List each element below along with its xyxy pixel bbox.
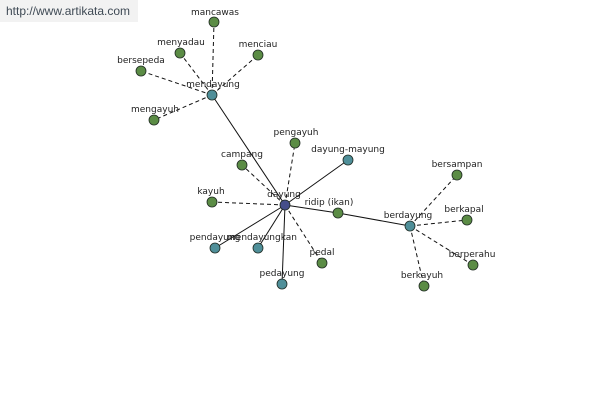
node-berkapal[interactable]	[461, 214, 473, 226]
edge-dayung-ridip	[284, 204, 339, 214]
node-berdayung[interactable]	[404, 220, 416, 232]
node-kayuh[interactable]	[206, 196, 218, 208]
node-label-mancawas: mancawas	[191, 8, 239, 18]
node-pedayung[interactable]	[276, 278, 288, 290]
edge-mendayung-menyadau	[179, 52, 213, 96]
node-mendayungkan[interactable]	[252, 242, 264, 254]
node-pengayuh[interactable]	[289, 137, 301, 149]
watermark: http://www.artikata.com	[0, 0, 138, 22]
edge-dayung-pedayung	[281, 204, 286, 285]
edge-dayung-pengayuh	[284, 142, 296, 206]
node-bersampan[interactable]	[451, 169, 463, 181]
node-label-pedayung: pedayung	[260, 269, 305, 279]
node-dayung[interactable]	[279, 199, 291, 211]
edge-dayung-kayuh	[211, 201, 286, 206]
node-label-mendayungkan: mendayungkan	[227, 233, 297, 243]
node-label-campang: campang	[221, 150, 263, 160]
node-berkayuh[interactable]	[418, 280, 430, 292]
node-menciau[interactable]	[252, 49, 264, 61]
node-mancawas[interactable]	[208, 16, 220, 28]
node-label-bersepeda: bersepeda	[117, 56, 165, 66]
node-label-berperahu: berperahu	[449, 250, 496, 260]
node-label-dayung: dayung	[267, 190, 301, 200]
edge-mendayung-bersepeda	[140, 70, 213, 96]
node-dayung-mayung[interactable]	[342, 154, 354, 166]
node-label-berdayung: berdayung	[384, 211, 432, 221]
node-label-menyadau: menyadau	[157, 38, 205, 48]
node-berperahu[interactable]	[467, 259, 479, 271]
edge-berdayung-berkapal	[409, 219, 468, 227]
node-pendayung[interactable]	[209, 242, 221, 254]
edge-dayung-pendayung	[214, 204, 286, 249]
edge-dayung-mendayungkan	[257, 204, 286, 249]
node-menyadau[interactable]	[174, 47, 186, 59]
edge-mendayung-mancawas	[211, 21, 215, 96]
edge-mendayung-menciau	[211, 54, 259, 96]
node-label-pengayuh: pengayuh	[274, 128, 319, 138]
node-label-ridip: ridip (ikan)	[305, 198, 354, 208]
node-label-pendayung: pendayung	[190, 233, 241, 243]
edges-layer	[140, 21, 474, 287]
node-label-berkapal: berkapal	[444, 205, 483, 215]
edge-mendayung-mengayuh	[153, 94, 213, 121]
node-label-kayuh: kayuh	[197, 187, 224, 197]
nodes-layer	[135, 16, 479, 292]
node-bersepeda[interactable]	[135, 65, 147, 77]
edge-berdayung-bersampan	[409, 174, 458, 227]
edge-berdayung-berkayuh	[409, 225, 425, 287]
node-campang[interactable]	[236, 159, 248, 171]
node-label-mendayung: mendayung	[186, 80, 240, 90]
edge-dayung-mendayung	[211, 94, 286, 206]
node-label-bersampan: bersampan	[432, 160, 483, 170]
node-label-dayung-mayung: dayung-mayung	[311, 145, 385, 155]
node-mengayuh[interactable]	[148, 114, 160, 126]
node-mendayung[interactable]	[206, 89, 218, 101]
node-label-mengayuh: mengayuh	[131, 105, 179, 115]
node-pedal[interactable]	[316, 257, 328, 269]
edge-dayung-dayung-mayung	[284, 159, 349, 206]
node-label-menciau: menciau	[239, 40, 278, 50]
node-label-pedal: pedal	[310, 248, 335, 258]
node-label-berkayuh: berkayuh	[401, 271, 443, 281]
labels-layer: dayung mendayung berdayung dayung-mayung pen…	[117, 8, 495, 281]
edge-dayung-pedal	[284, 204, 323, 264]
edge-ridip-berdayung	[337, 212, 411, 227]
edge-berdayung-berperahu	[409, 225, 474, 266]
node-ridip[interactable]	[332, 207, 344, 219]
edge-dayung-campang	[241, 164, 286, 206]
